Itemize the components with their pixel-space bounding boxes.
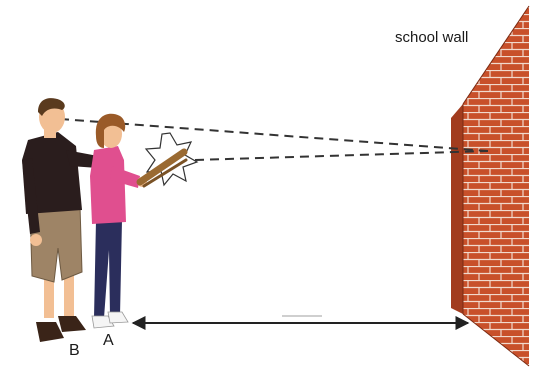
school-wall <box>451 5 530 367</box>
clap-burst <box>136 132 199 188</box>
distance-arrow <box>131 315 470 330</box>
wall-brick-face <box>463 6 529 366</box>
sound-line-from-a <box>194 150 489 161</box>
person-b-label: B <box>69 342 80 359</box>
person-b <box>22 98 107 342</box>
sound-line-from-b <box>59 118 489 152</box>
sound-path-lines <box>59 118 489 161</box>
person-a <box>90 113 147 329</box>
wall-label: school wall <box>395 29 469 46</box>
wall-side-face <box>451 104 463 314</box>
person-a-label: A <box>103 332 114 349</box>
